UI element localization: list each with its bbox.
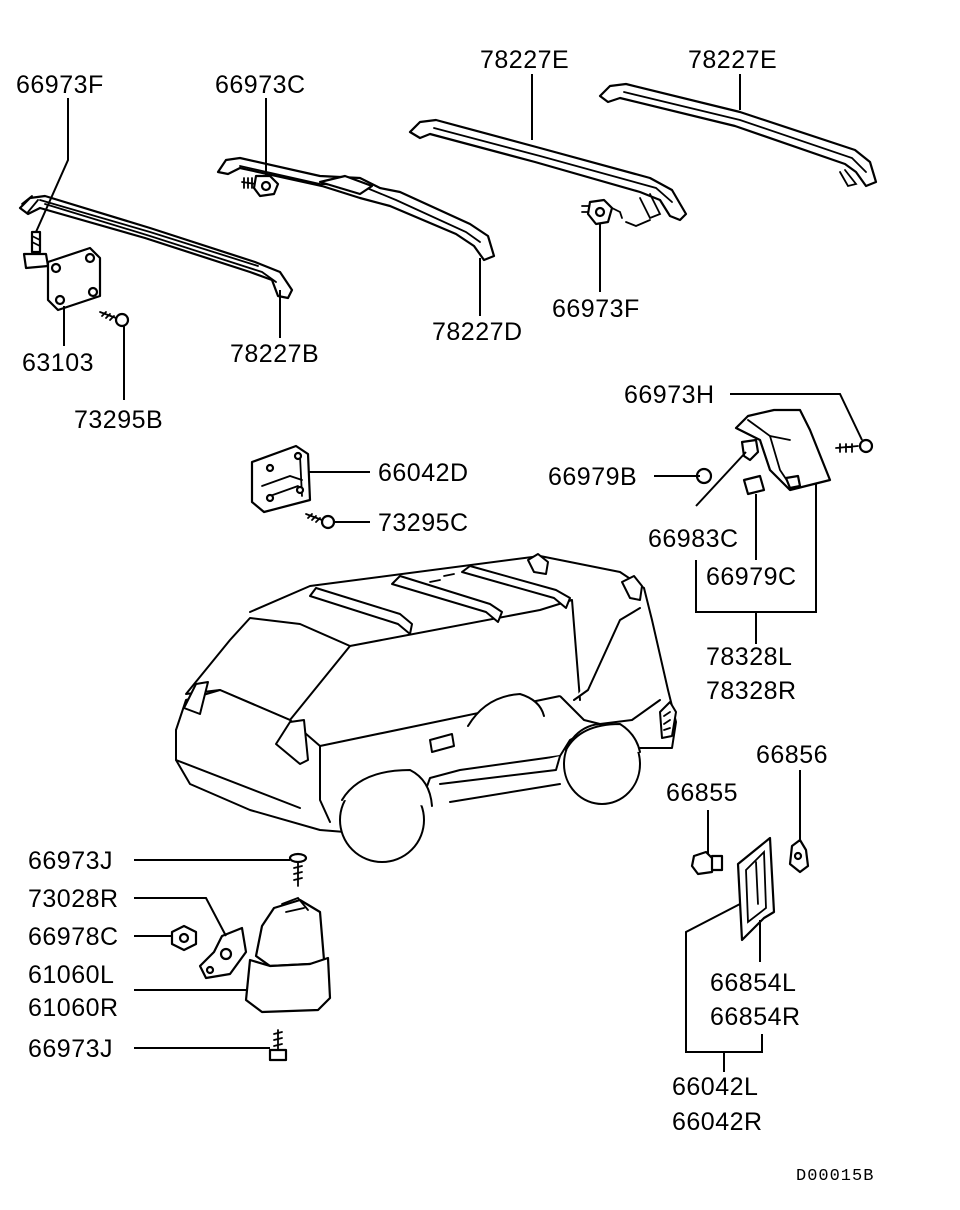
screw-66973J-top (288, 852, 308, 887)
label-73295B: 73295B (74, 406, 163, 434)
nut-66978C (170, 924, 198, 952)
bracket-66042 (736, 836, 776, 942)
label-66973H: 66973H (624, 381, 715, 409)
label-66973F-b: 66973F (552, 295, 640, 323)
label-73295C: 73295C (378, 509, 469, 537)
vehicle-body (175, 553, 677, 863)
label-61060R: 61060R (28, 994, 119, 1022)
screw-66973H (835, 438, 874, 454)
corner-cover-78328 (734, 408, 832, 492)
roof-rail-78227E-middle (408, 118, 688, 222)
label-78227D: 78227D (432, 318, 523, 346)
screw-66973J-bottom (268, 1029, 288, 1062)
label-78328L: 78328L (706, 643, 792, 671)
label-61060L: 61060L (28, 961, 114, 989)
screw-73295B (99, 311, 130, 328)
mud-guard-61060 (244, 896, 332, 1014)
label-66983C: 66983C (648, 525, 739, 553)
label-66855: 66855 (666, 779, 738, 807)
leader-lines (35, 74, 863, 1072)
bolt-66973F-left (22, 230, 50, 270)
label-78227E-b: 78227E (688, 46, 777, 74)
label-66854L: 66854L (710, 969, 796, 997)
label-73028R: 73028R (28, 885, 119, 913)
label-66042D: 66042D (378, 459, 469, 487)
part-labels: 66973F 66973C 78227E 78227E 63103 78227B… (16, 46, 874, 1186)
clip-66856 (788, 838, 810, 874)
clip-66973C (241, 174, 280, 198)
bracket-73028R (198, 926, 248, 980)
clip-66983C (740, 438, 760, 462)
clip-66855 (690, 850, 724, 876)
label-66973J-b: 66973J (28, 1035, 113, 1063)
label-66973F-a: 66973F (16, 71, 104, 99)
label-63103: 63103 (22, 349, 94, 377)
plate-63103 (46, 246, 102, 312)
roof-rail-78227E-right (598, 82, 878, 188)
roof-rail-78227D (216, 156, 496, 262)
label-66979B: 66979B (548, 463, 637, 491)
label-66978C: 66978C (28, 923, 119, 951)
bracket-66042D (250, 444, 312, 514)
label-66856: 66856 (756, 741, 828, 769)
label-66979C: 66979C (706, 563, 797, 591)
diagram-code: D00015B (796, 1167, 874, 1186)
label-66973C: 66973C (215, 71, 306, 99)
clip-66973F-right (581, 198, 651, 227)
label-66042L: 66042L (672, 1073, 758, 1101)
screw-73295C (305, 513, 336, 530)
label-78227B: 78227B (230, 340, 319, 368)
label-66042R: 66042R (672, 1108, 763, 1136)
label-78328R: 78328R (706, 677, 797, 705)
label-66854R: 66854R (710, 1003, 801, 1031)
label-66973J-a: 66973J (28, 847, 113, 875)
roof-rail-78227B (18, 194, 294, 300)
label-78227E-a: 78227E (480, 46, 569, 74)
clip-66979C (742, 474, 766, 496)
